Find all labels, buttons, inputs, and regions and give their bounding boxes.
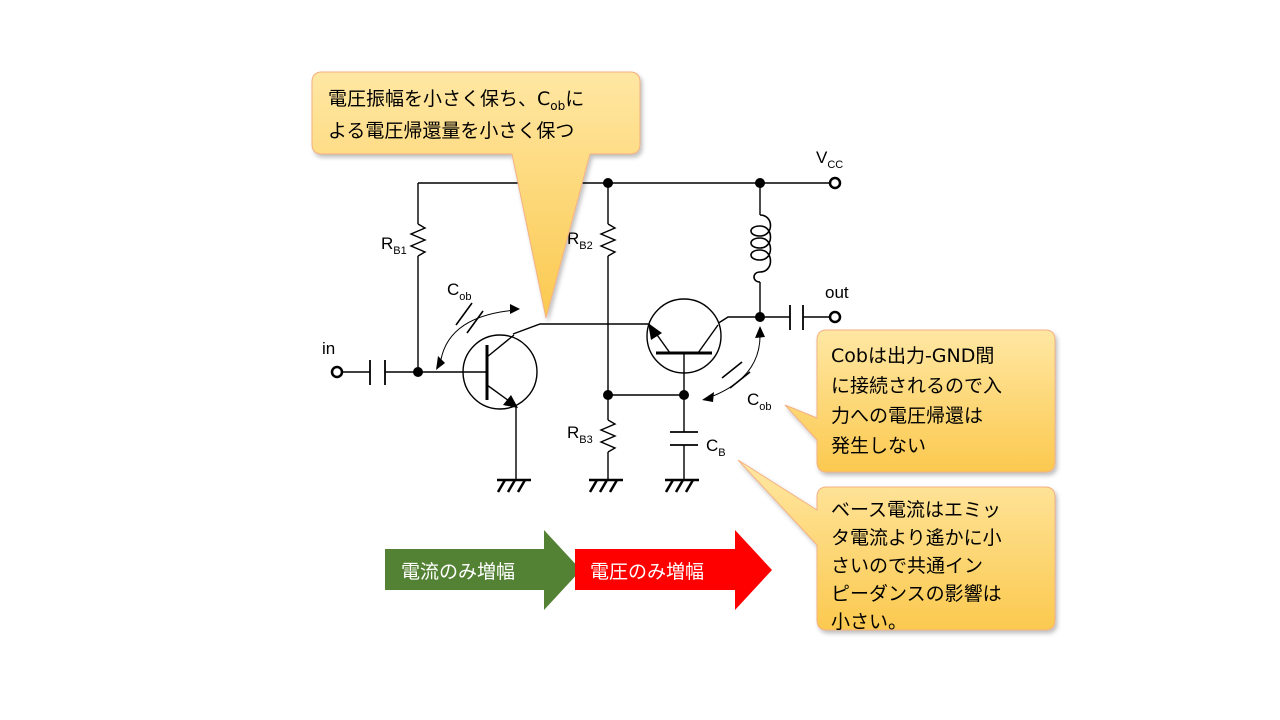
rb2-label: RB2 — [567, 229, 593, 252]
ground-q1 — [496, 478, 531, 493]
input-capacitor — [369, 360, 386, 385]
callout-right-mid — [784, 329, 1056, 473]
out-label: out — [825, 283, 849, 302]
inductor — [750, 214, 772, 283]
transistor-q2 — [646, 298, 722, 374]
in-label: in — [322, 339, 335, 358]
callout-right-bottom-text: ベース電流はエミッ タ電流より遙かに小 さいので共通イン ピーダンスの影響は 小… — [831, 499, 1008, 633]
cob2-label: Cob — [747, 390, 772, 413]
callout-right-bottom — [737, 459, 1056, 631]
output-capacitor — [789, 305, 804, 330]
cob-q2-symbol — [721, 361, 751, 389]
cob1-label: Cob — [447, 280, 472, 303]
callout-top — [311, 71, 641, 319]
callout-top-line1: 電圧振幅を小さく保ち、Cobに — [328, 88, 584, 113]
cob-q1-symbol — [455, 302, 484, 334]
cb-label: CB — [706, 436, 726, 459]
callout-top-line2: よる電圧帰還量を小さく保つ — [328, 120, 574, 142]
cob-arrows — [439, 309, 761, 399]
ground-rb3 — [588, 478, 623, 493]
transistor-q1 — [462, 334, 538, 410]
vcc-terminal — [828, 176, 842, 190]
voltage-amplification-label: 電圧のみ増幅 — [590, 561, 704, 583]
ground-cb — [664, 478, 699, 493]
junction-dots — [413, 178, 765, 400]
voltage-amplification-arrow — [575, 530, 772, 610]
in-terminal — [330, 365, 344, 379]
current-amplification-label: 電流のみ増幅 — [401, 561, 515, 583]
rb1-label: RB1 — [381, 234, 407, 257]
out-terminal — [828, 310, 842, 324]
cb-capacitor — [670, 431, 698, 446]
current-amplification-arrow — [385, 530, 581, 610]
vcc-label: VCC — [816, 148, 843, 171]
callout-right-mid-text: Cobは出力-GND間 に接続されるので入 力への電圧帰還は 発生しない — [831, 345, 1008, 457]
rb3-label: RB3 — [567, 423, 593, 446]
